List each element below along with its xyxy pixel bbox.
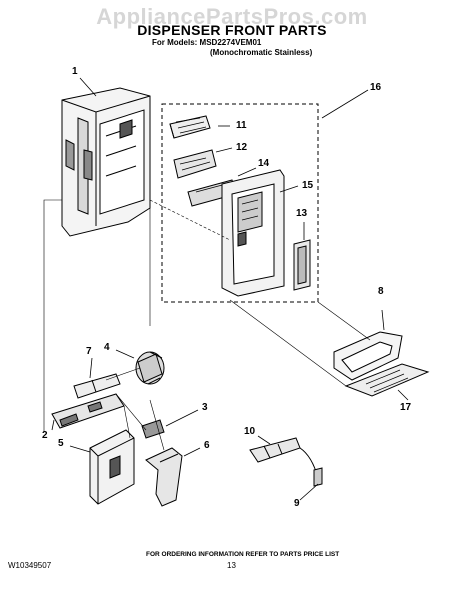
finish-line: (Monochromatic Stainless) xyxy=(210,48,313,57)
callout-1: 1 xyxy=(72,66,78,77)
part-12 xyxy=(173,149,217,179)
ordering-info: FOR ORDERING INFORMATION REFER TO PARTS … xyxy=(146,551,340,558)
callout-5: 5 xyxy=(58,438,64,449)
callout-8: 8 xyxy=(378,286,384,297)
models-line: For Models: MSD2274VEM01 xyxy=(152,38,262,47)
document-number: W10349507 xyxy=(8,561,52,570)
part-10-switch xyxy=(249,437,301,463)
part-3-switch xyxy=(141,419,165,439)
part-17-grille xyxy=(344,363,430,397)
part-9-wire xyxy=(299,447,323,487)
part-housing xyxy=(61,87,151,237)
callout-3: 3 xyxy=(202,402,208,413)
callout-15: 15 xyxy=(302,180,314,191)
part-7-bracket xyxy=(73,373,121,399)
callout-12: 12 xyxy=(236,142,248,153)
callout-9: 9 xyxy=(294,498,300,509)
callout-17: 17 xyxy=(400,402,412,413)
watermark: AppliancePartsPros.com xyxy=(96,4,368,29)
callout-10: 10 xyxy=(244,426,256,437)
callout-11: 11 xyxy=(236,120,247,131)
part-15-frame xyxy=(221,169,285,297)
callout-4: 4 xyxy=(104,342,110,353)
part-4-motor xyxy=(135,351,165,385)
part-5-paddle xyxy=(89,429,135,505)
part-11 xyxy=(169,115,211,139)
page-number: 13 xyxy=(227,561,236,570)
callout-7: 7 xyxy=(86,346,92,357)
part-13-pad xyxy=(293,239,311,291)
callout-13: 13 xyxy=(296,208,308,219)
callout-2: 2 xyxy=(42,430,48,441)
part-8-tray xyxy=(333,331,403,381)
callout-6: 6 xyxy=(204,440,210,451)
page-title: DISPENSER FRONT PARTS xyxy=(137,22,327,38)
part-6-lever xyxy=(145,447,183,507)
callout-14: 14 xyxy=(258,158,270,169)
callout-16: 16 xyxy=(370,82,382,93)
part-2-plate xyxy=(51,393,125,429)
